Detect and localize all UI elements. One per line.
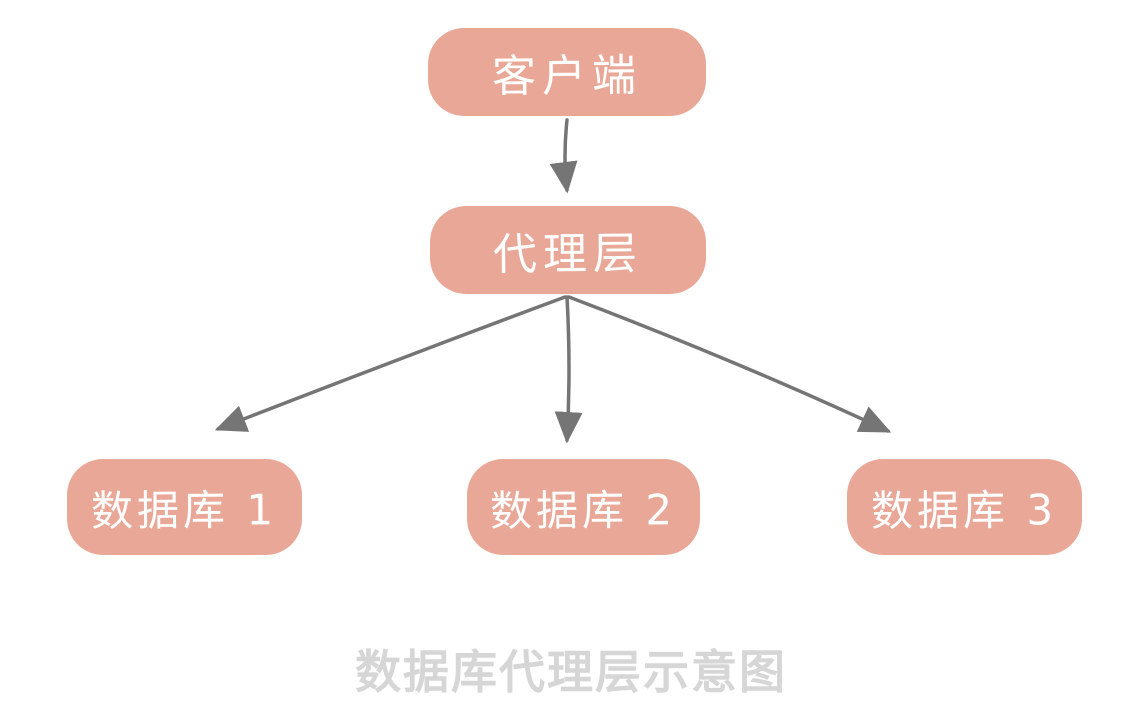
node-database-3-label: 数据库 3 bbox=[871, 484, 1058, 536]
node-client: 客户端 bbox=[428, 28, 706, 116]
node-database-2: 数据库 2 bbox=[467, 459, 700, 555]
node-proxy: 代理层 bbox=[430, 206, 706, 294]
node-database-2-label: 数据库 2 bbox=[490, 484, 677, 536]
arrow-proxy-to-database-1 bbox=[214, 295, 567, 432]
node-database-1: 数据库 1 bbox=[67, 459, 302, 555]
arrow-client-to-proxy bbox=[549, 118, 578, 194]
node-database-3: 数据库 3 bbox=[847, 459, 1082, 555]
diagram-caption: 数据库代理层示意图 bbox=[355, 645, 787, 699]
node-proxy-label: 代理层 bbox=[492, 228, 644, 281]
arrow-proxy-to-database-3 bbox=[567, 295, 892, 433]
node-database-1-label: 数据库 1 bbox=[91, 484, 278, 536]
node-client-label: 客户端 bbox=[491, 50, 643, 103]
arrow-proxy-to-database-2 bbox=[554, 295, 583, 444]
